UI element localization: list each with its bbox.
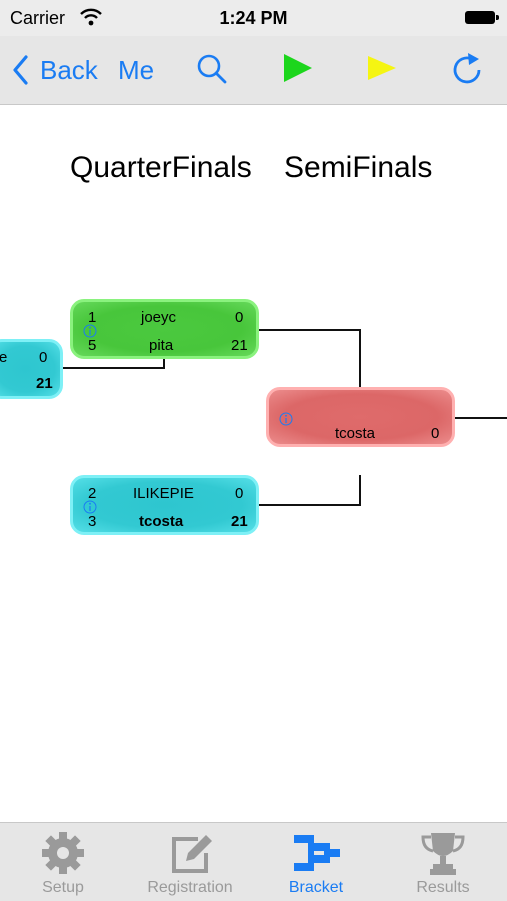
info-icon[interactable] [83,324,97,338]
match-card-qf1[interactable]: 1 joeyc 0 5 pita 21 [70,299,259,359]
round-title-quarterfinals: QuarterFinals [70,151,252,184]
connector-line [359,475,361,506]
player-seed: 3 [88,513,97,530]
tab-label: Setup [42,879,84,896]
back-label: Back [40,54,98,85]
player-score: 21 [36,375,53,392]
player-score: 0 [431,425,440,442]
status-bar: Carrier 1:24 PM [0,0,507,36]
gear-icon [42,832,84,874]
wifi-icon [80,8,102,26]
bracket-icon [294,835,340,871]
battery-icon [465,11,499,24]
connector-line [455,417,507,419]
nav-bar: Back Me [0,36,507,105]
tab-label: Bracket [288,879,344,896]
chevron-left-icon [13,55,28,85]
connector-line [258,329,361,331]
connector-line [258,504,361,506]
tab-label: Results [416,879,470,896]
player-seed: 2 [88,485,97,502]
player-score: 0 [39,349,48,366]
bracket-view[interactable]: QuarterFinals SemiFinals e 0 21 1 joeyc … [0,105,507,822]
tab-bracket[interactable]: Bracket [253,823,379,901]
player-score: 21 [231,337,248,354]
search-icon[interactable] [192,50,232,90]
play-yellow-icon[interactable] [364,50,404,90]
match-card-sf1[interactable]: tcosta 0 [266,387,455,447]
player-name: tcosta [139,513,184,530]
tab-bar: Setup Registration Bracket [0,822,507,901]
info-icon[interactable] [279,412,293,426]
player-score: 0 [235,485,244,502]
player-name: joeyc [141,309,177,326]
trophy-icon [421,833,465,875]
me-button[interactable]: Me [118,52,154,88]
info-icon[interactable] [83,500,97,514]
me-label: Me [118,54,155,85]
clock: 1:24 PM [219,8,288,28]
round-title-semifinals: SemiFinals [284,151,433,184]
connector-line [359,329,361,387]
player-name: ILIKEPIE [133,485,194,502]
player-name: tcosta [335,425,376,442]
play-green-icon[interactable] [280,50,320,90]
refresh-icon[interactable] [448,50,488,90]
player-score: 0 [235,309,244,326]
player-seed: 5 [88,337,97,354]
tab-registration[interactable]: Registration [127,823,253,901]
tab-setup[interactable]: Setup [0,823,126,901]
tab-label: Registration [147,879,233,896]
connector-line [163,353,165,369]
match-card-qf2[interactable]: 2 ILIKEPIE 0 3 tcosta 21 [70,475,259,535]
tab-results[interactable]: Results [380,823,506,901]
player-name: pita [149,337,174,354]
player-name: e [0,349,8,366]
connector-line [63,367,165,369]
match-card-partial[interactable]: e 0 21 [0,339,63,399]
player-seed: 1 [88,309,97,326]
carrier-label: Carrier [10,8,66,28]
back-button[interactable]: Back [12,52,98,88]
player-score: 21 [231,513,248,530]
edit-icon [172,835,212,873]
